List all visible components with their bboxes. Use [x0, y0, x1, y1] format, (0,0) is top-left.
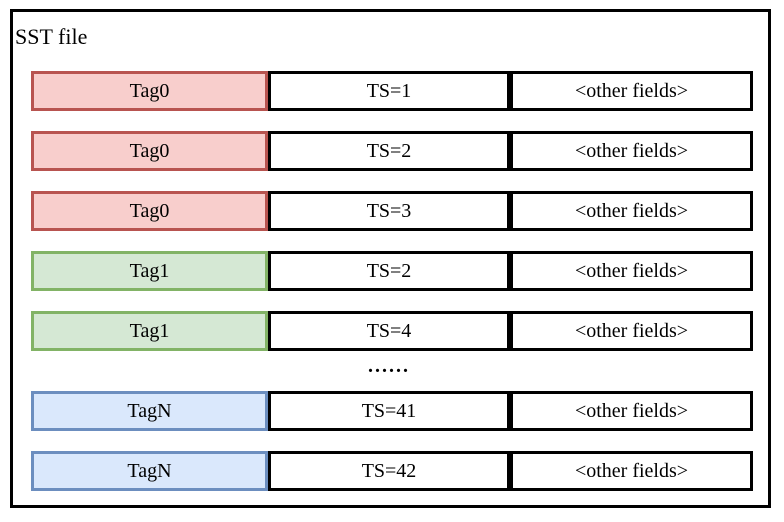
ellipsis-separator: ......: [368, 354, 410, 377]
tag-cell: TagN: [31, 451, 268, 491]
timestamp-cell: TS=4: [268, 311, 510, 351]
other-fields-cell: <other fields>: [510, 131, 753, 171]
tag-cell: Tag1: [31, 311, 268, 351]
tag-cell: Tag0: [31, 131, 268, 171]
timestamp-cell: TS=2: [268, 251, 510, 291]
other-fields-cell: <other fields>: [510, 451, 753, 491]
other-fields-cell: <other fields>: [510, 71, 753, 111]
tag-cell: Tag0: [31, 71, 268, 111]
timestamp-cell: TS=1: [268, 71, 510, 111]
tag-cell: Tag0: [31, 191, 268, 231]
tag-cell: Tag1: [31, 251, 268, 291]
timestamp-cell: TS=42: [268, 451, 510, 491]
timestamp-cell: TS=41: [268, 391, 510, 431]
other-fields-cell: <other fields>: [510, 391, 753, 431]
sst-file-container: SST file Tag0 TS=1 <other fields> Tag0 T…: [10, 9, 771, 508]
other-fields-cell: <other fields>: [510, 311, 753, 351]
other-fields-cell: <other fields>: [510, 251, 753, 291]
other-fields-cell: <other fields>: [510, 191, 753, 231]
tag-cell: TagN: [31, 391, 268, 431]
timestamp-cell: TS=2: [268, 131, 510, 171]
diagram-title: SST file: [15, 24, 88, 49]
timestamp-cell: TS=3: [268, 191, 510, 231]
